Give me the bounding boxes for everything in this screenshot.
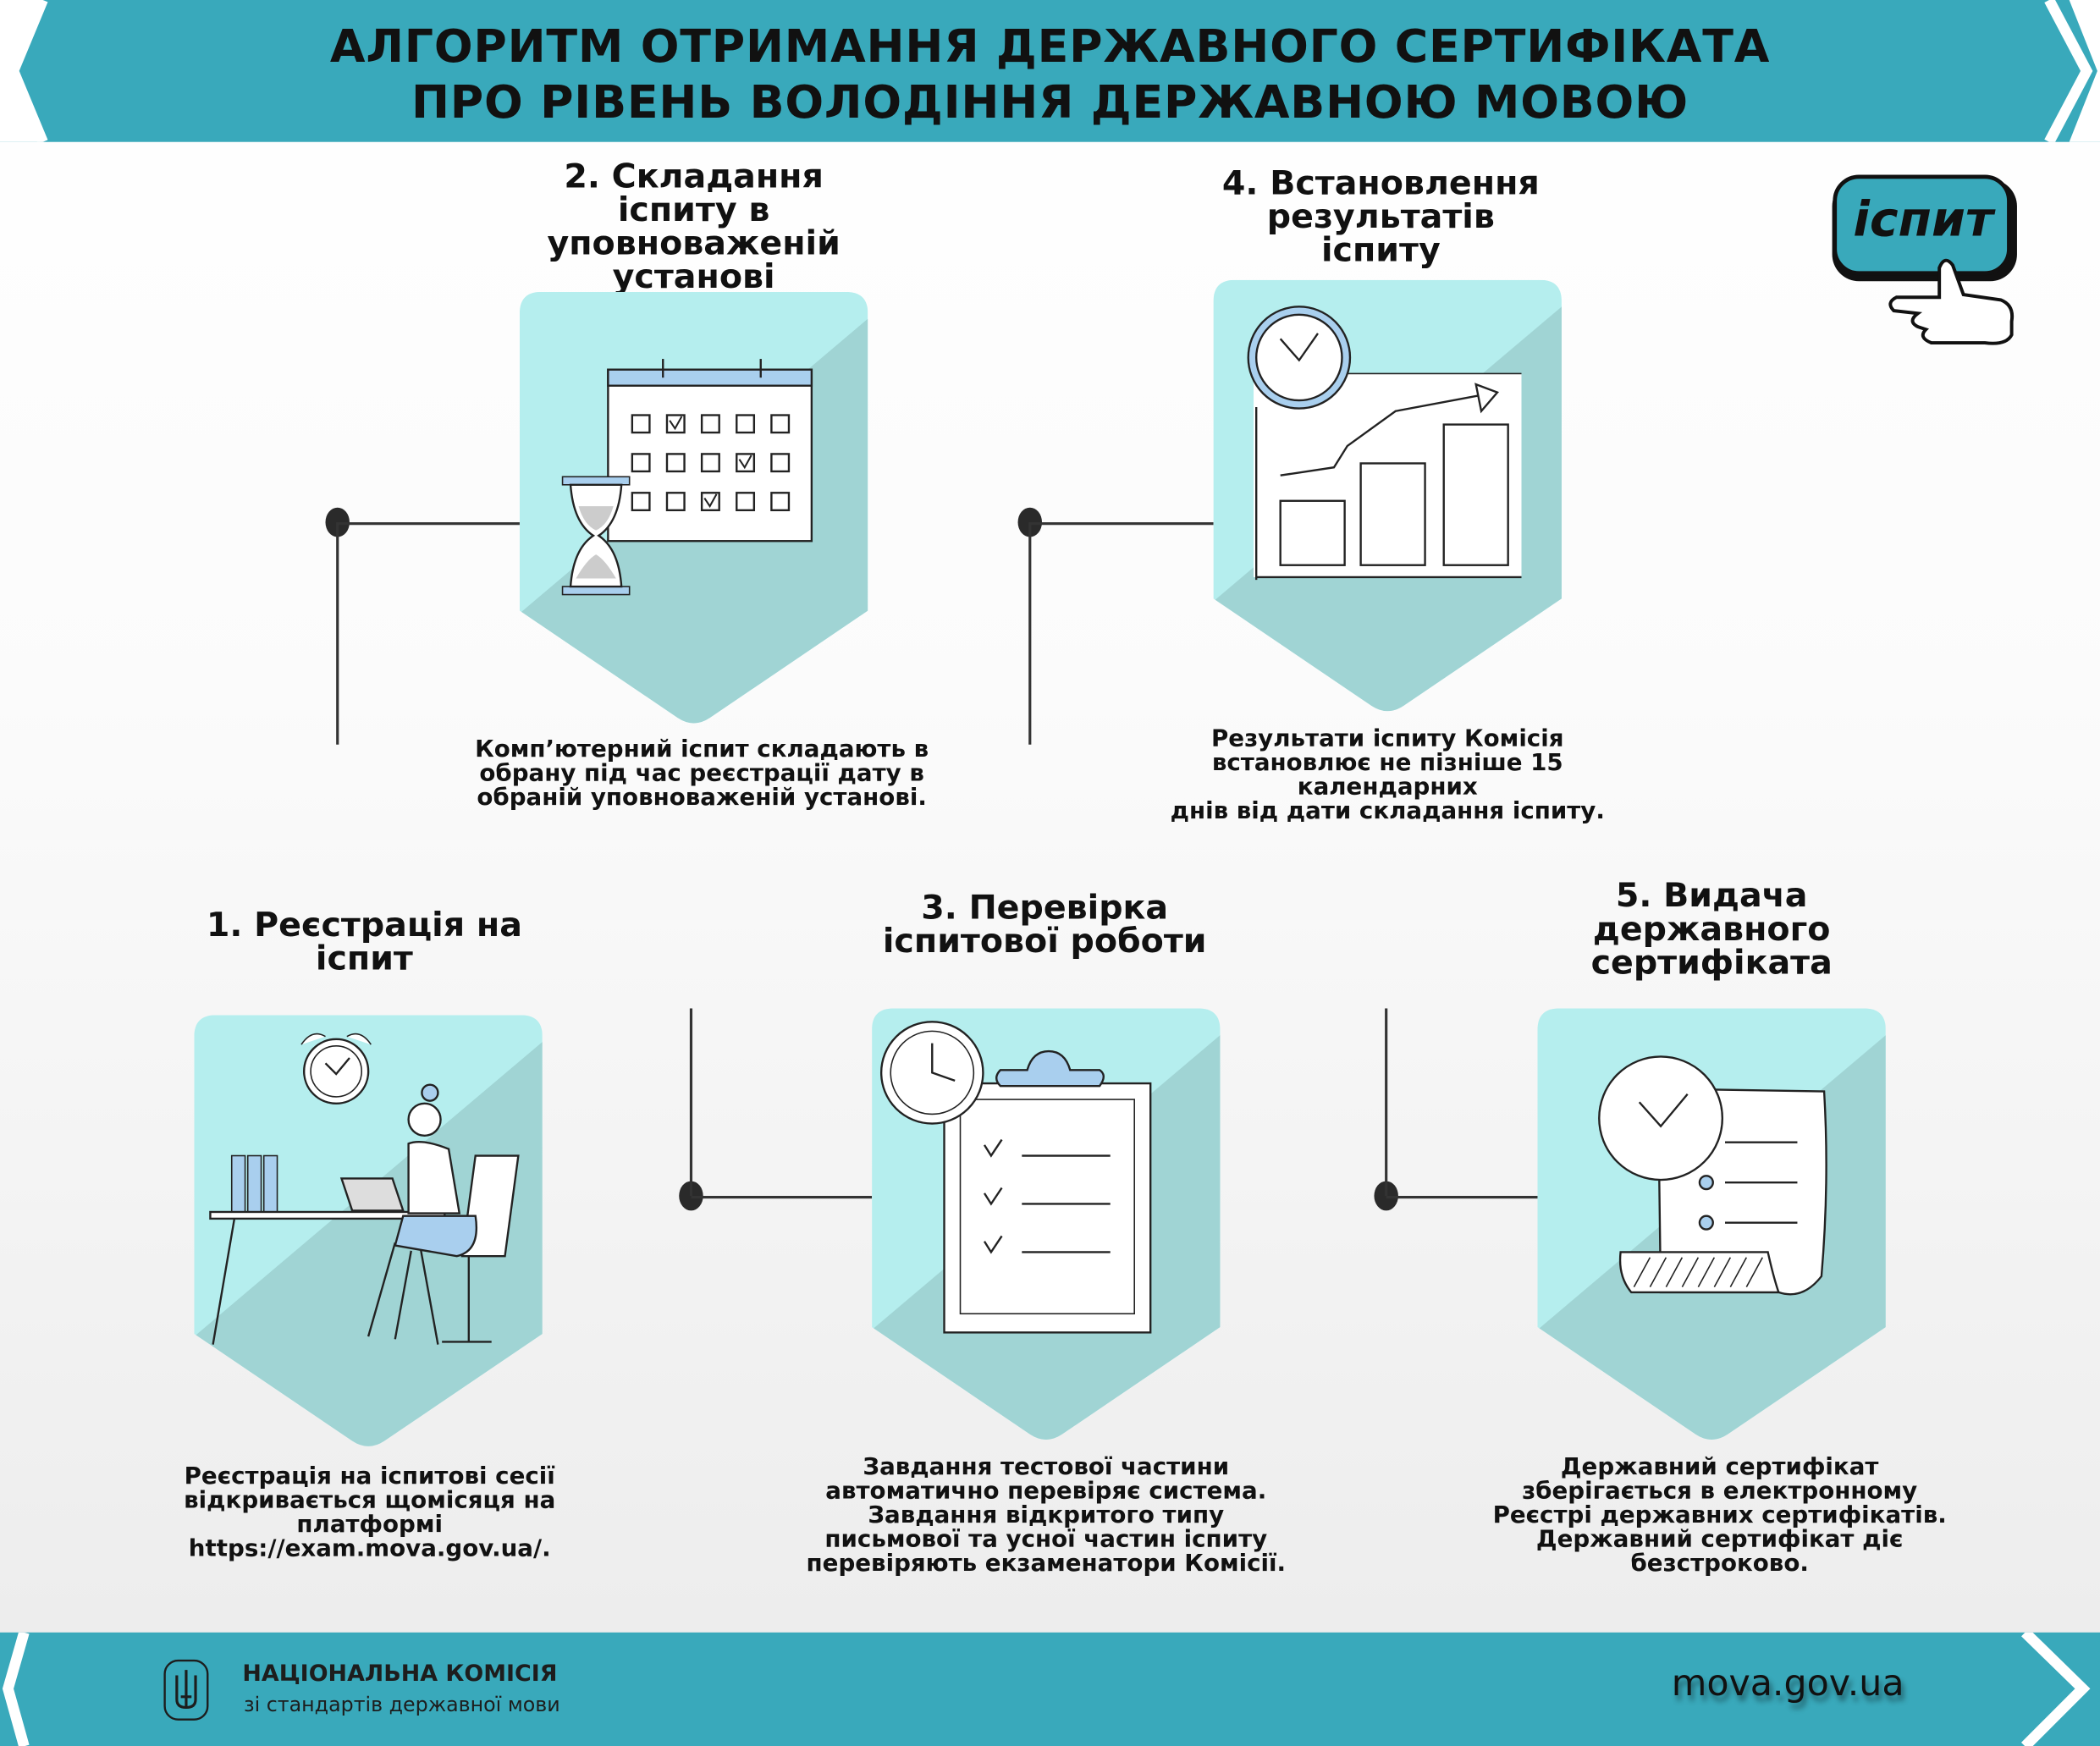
text-line: сертифіката: [1590, 942, 1833, 982]
text-line: іспиту: [1320, 230, 1441, 270]
footer-website-link[interactable]: mova.gov.ua: [1671, 1663, 1904, 1705]
step-3-card: [872, 1008, 1221, 1440]
step-4-card: [1213, 279, 1562, 712]
step-2-card: [519, 291, 868, 724]
connector-line: [1385, 1008, 1387, 1196]
text-line: автоматично перевіряє система.: [825, 1478, 1267, 1506]
text-line: календарних: [1297, 774, 1478, 801]
text-line: відкривається щомісяця на: [184, 1487, 556, 1515]
text-line: 2. Складання: [564, 157, 824, 196]
text-line: 3. Перевірка: [921, 888, 1169, 927]
text-line: днів від дати складання іспиту.: [1170, 798, 1605, 825]
ukraine-trident-emblem: [163, 1659, 209, 1721]
text-line: Державний сертифікат: [1560, 1454, 1879, 1482]
text-line: Державний сертифікат діє: [1535, 1526, 1904, 1554]
header-band: [0, 0, 2100, 142]
text-line: безстроково.: [1630, 1550, 1809, 1578]
text-line: Результати іспиту Комісія: [1211, 725, 1564, 753]
exam-platform-link[interactable]: https://exam.mova.gov.ua/.: [188, 1535, 551, 1563]
footer-chevrons: [2, 1632, 2091, 1746]
text-line: 4. Встановлення: [1221, 163, 1540, 202]
text-line: Комп’ютерний іспит складають в: [475, 736, 929, 763]
text-line: обрану під час реєстрації дату в: [479, 760, 924, 788]
text-line: іспитової роботи: [882, 921, 1207, 961]
text-line: Завдання тестової частини: [863, 1454, 1230, 1482]
footer-org-subtitle: зі стандартів державної мови: [243, 1693, 560, 1717]
binders-icon: [230, 1154, 278, 1213]
text-line: платформі: [296, 1512, 443, 1539]
text-line: Реєстрі державних сертифікатів.: [1492, 1502, 1947, 1529]
text-line: державного: [1592, 909, 1831, 949]
exam-button-badge: [1832, 174, 2017, 345]
step-5-card: [1537, 1008, 1886, 1440]
text-line: встановлює не пізніше 15: [1211, 750, 1563, 777]
text-line: обраній уповноваженій установі.: [477, 785, 927, 812]
header-chevrons: [0, 0, 2100, 142]
text-line: 1. Реєстрація на: [206, 905, 522, 945]
title-line-1: АЛГОРИТМ ОТРИМАННЯ ДЕРЖАВНОГО СЕРТИФІКАТ…: [329, 19, 1771, 74]
connector-line: [691, 1195, 873, 1198]
title-line-2: ПРО РІВЕНЬ ВОЛОДІННЯ ДЕРЖАВНОЮ МОВОЮ: [411, 76, 1689, 130]
text-line: іспиту в: [617, 190, 770, 229]
woman-at-laptop-illustration: [367, 1083, 520, 1343]
text-line: уповноваженій: [547, 223, 841, 263]
hourglass-icon: [561, 476, 631, 596]
clock-icon: [1598, 1055, 1724, 1181]
exam-badge-label: іспит: [1853, 192, 1993, 248]
text-line: іспит: [315, 939, 413, 978]
footer-band: [0, 1632, 2100, 1746]
text-line: Реєстрація на іспитові сесії: [184, 1463, 555, 1491]
text-line: зберігається в електронному: [1522, 1478, 1918, 1506]
connector-line: [337, 522, 520, 525]
connector-line: [1386, 1195, 1538, 1198]
connector-line: [1029, 522, 1214, 525]
text-line: результатів: [1266, 196, 1495, 236]
text-line: перевіряють екзаменатори Комісії.: [806, 1550, 1287, 1578]
connector-line: [336, 522, 339, 745]
connector-line: [1028, 522, 1031, 745]
clock-icon: [879, 1021, 984, 1125]
text-line: Завдання відкритого типу: [868, 1502, 1225, 1529]
alarm-clock-icon: [300, 1033, 372, 1105]
step-1-card: [194, 1015, 543, 1446]
clock-icon: [1247, 306, 1352, 410]
text-line: установі: [612, 256, 775, 296]
connector-line: [689, 1008, 692, 1196]
text-line: 5. Видача: [1615, 875, 1808, 915]
pointing-hand-icon: [1888, 258, 2015, 345]
footer-org-name: НАЦІОНАЛЬНА КОМІСІЯ: [242, 1661, 558, 1688]
page-title: АЛГОРИТМ ОТРИМАННЯ ДЕРЖАВНОГО СЕРТИФІКАТ…: [0, 19, 2100, 131]
text-line: письмової та усної частин іспиту: [824, 1526, 1268, 1554]
clipboard-checklist-icon: [943, 1049, 1152, 1334]
calendar-icon: [607, 359, 813, 543]
